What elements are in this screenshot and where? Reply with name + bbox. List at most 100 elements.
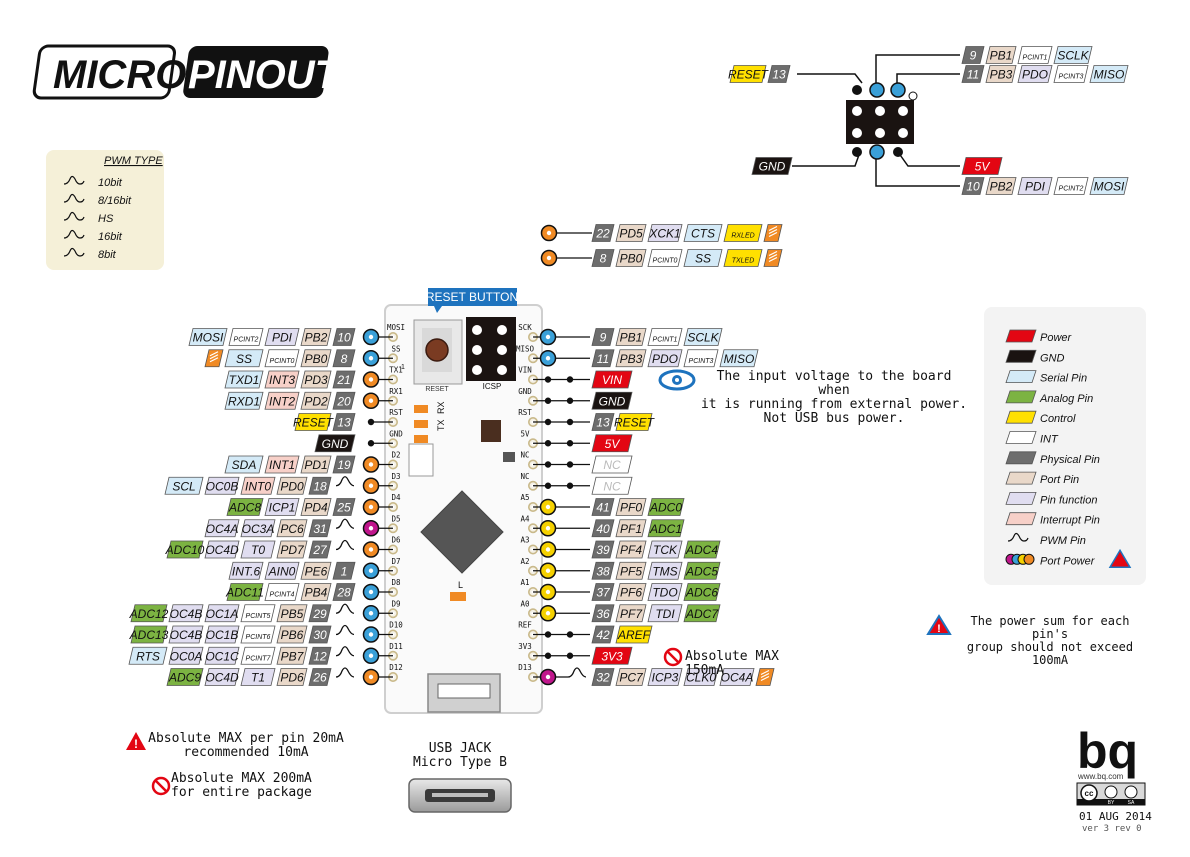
svg-text:Interrupt Pin: Interrupt Pin — [1040, 515, 1100, 527]
eye-icon — [658, 369, 696, 391]
pin-badge: 1 — [332, 561, 356, 580]
svg-text:CTS: CTS — [691, 227, 715, 241]
svg-text:CLK0: CLK0 — [686, 671, 716, 685]
legend-item: Serial Pin — [1005, 370, 1087, 385]
svg-text:PB4: PB4 — [305, 586, 328, 600]
icsp-badge: 5V — [961, 157, 1003, 175]
svg-text:29: 29 — [312, 607, 327, 621]
pin-badge: PDO — [647, 349, 683, 368]
svg-text:ADC9: ADC9 — [168, 671, 201, 685]
board-pin-label-left: D3 — [391, 472, 400, 481]
pin-badge: 32 — [591, 668, 615, 686]
pin-badge: OC4B — [168, 625, 204, 644]
board-pin-label-left: D5 — [391, 514, 400, 523]
pin-badge: SS — [224, 349, 264, 368]
title-part1: MICRO — [53, 53, 186, 97]
board-pin-label-left: SS — [391, 344, 401, 353]
vin-note: The input voltage to the board when it i… — [700, 369, 968, 426]
svg-text:PF6: PF6 — [620, 586, 642, 600]
pin-badge: 28 — [332, 583, 356, 601]
svg-text:PF0: PF0 — [620, 501, 642, 515]
board-pin-label-right: NC — [520, 472, 529, 481]
svg-text:PD2: PD2 — [304, 394, 328, 408]
board-pin-label-left: GND — [389, 429, 403, 438]
by-icon — [1104, 785, 1118, 799]
pin-badge: INT2 — [264, 391, 300, 410]
svg-text:RESET: RESET — [614, 416, 656, 430]
pin-badge: PCINT2 — [228, 328, 264, 346]
svg-text:ADC7: ADC7 — [685, 607, 719, 621]
icsp-badge: 10 — [961, 177, 985, 195]
reset-button-callout: RESET BUTTON — [426, 290, 518, 304]
pin-badge: PDI — [264, 328, 300, 346]
svg-text:MOSI: MOSI — [1094, 180, 1125, 194]
board-pin-label-right: A3 — [520, 536, 529, 545]
svg-text:RESET: RESET — [425, 386, 449, 393]
right-pin-row: 5V — [533, 434, 633, 453]
pin-badge: PF1 — [615, 519, 647, 538]
svg-text:8: 8 — [341, 352, 348, 366]
pin-badge: OC4A — [204, 519, 240, 538]
svg-text:AREF: AREF — [617, 628, 651, 642]
pin-badge: GND — [591, 391, 633, 410]
icsp-badge: MOSI — [1089, 177, 1129, 195]
svg-text:PD7: PD7 — [280, 543, 305, 557]
svg-text:31: 31 — [313, 522, 326, 536]
icsp-badge: MISO — [1089, 65, 1129, 83]
pin-badge: ADC8 — [226, 498, 264, 516]
pin-badge: RESET — [614, 413, 656, 431]
svg-text:GND: GND — [322, 437, 349, 451]
pin-badge: PCINT1 — [647, 328, 683, 346]
board-pin-label-left: D6 — [391, 536, 401, 545]
svg-text:PCINT3: PCINT3 — [1059, 74, 1084, 81]
reset-button[interactable] — [425, 338, 449, 362]
svg-text:SDA: SDA — [232, 458, 257, 472]
svg-text:26: 26 — [312, 671, 327, 685]
pin-badge: 13 — [591, 413, 615, 431]
pin-badge: 30 — [308, 625, 332, 644]
svg-text:PB3: PB3 — [620, 352, 643, 366]
pwm-type-item: 16bit — [98, 231, 123, 243]
board-pin-label-right: REF — [518, 621, 532, 630]
svg-text:SS: SS — [236, 352, 252, 366]
svg-text:PCINT1: PCINT1 — [1023, 55, 1048, 62]
svg-text:5V: 5V — [605, 437, 621, 451]
pin-badge: PB6 — [276, 625, 308, 644]
pin-badge: RTS — [128, 646, 168, 665]
svg-text:PB3: PB3 — [990, 68, 1013, 82]
pin-badge: 20 — [332, 391, 356, 410]
svg-text:INT.6: INT.6 — [232, 564, 261, 578]
svg-text:PCINT0: PCINT0 — [653, 258, 678, 265]
svg-text:28: 28 — [336, 586, 351, 600]
svg-text:TMS: TMS — [652, 564, 677, 578]
svg-text:cc: cc — [1085, 789, 1094, 798]
pin-badge: PCINT4 — [264, 583, 300, 601]
svg-text:Port Pin: Port Pin — [1040, 474, 1079, 486]
svg-text:40: 40 — [596, 522, 610, 536]
icsp-badge: SCLK — [1053, 46, 1093, 64]
svg-text:MISO: MISO — [724, 352, 755, 366]
pin-badge: OC0B — [204, 476, 240, 495]
svg-text:ADC12: ADC12 — [129, 607, 169, 621]
board-pin-label-left: D10 — [389, 621, 403, 630]
pin-badge: 29 — [308, 604, 332, 623]
board-pin-label-right: D13 — [518, 663, 532, 672]
legend-item: PWM Pin — [1007, 532, 1086, 547]
svg-text:OC4D: OC4D — [205, 543, 239, 557]
pin-badge: PD5 — [615, 224, 647, 242]
board-pin-label-left: D4 — [391, 493, 401, 502]
icsp-badge: 11 — [961, 65, 985, 83]
icsp-badge: RESET — [728, 65, 770, 83]
svg-text:PCINT1: PCINT1 — [653, 337, 678, 344]
svg-text:OC4B: OC4B — [170, 628, 203, 642]
pin-badge: 41 — [591, 498, 615, 516]
svg-text:13: 13 — [596, 416, 610, 430]
svg-text:39: 39 — [596, 543, 610, 557]
svg-text:1: 1 — [341, 564, 348, 578]
svg-text:PB2: PB2 — [305, 331, 328, 345]
svg-text:SCL: SCL — [172, 479, 195, 493]
